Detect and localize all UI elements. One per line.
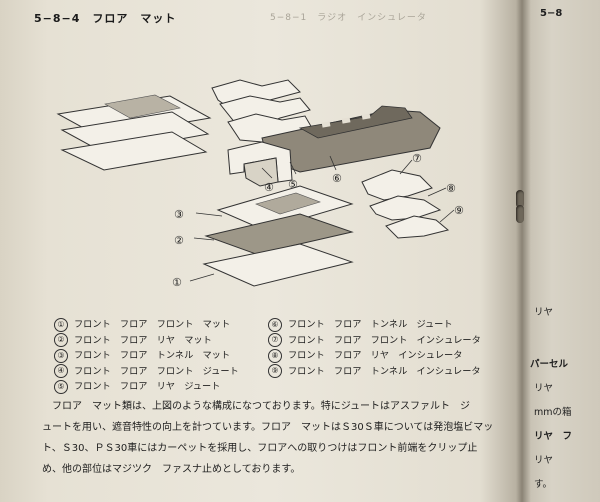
callout-9: ⑨: [454, 204, 464, 217]
floor-mat-exploded-diagram: ① ② ③ ④ ⑤ ⑥ ⑦ ⑧ ⑨: [56, 79, 464, 289]
right-insulator-8: [369, 195, 442, 221]
right-page-text: リヤ: [534, 383, 554, 394]
section-heading: 5−8−4 フロア マット: [34, 12, 177, 25]
callout-7: ⑦: [412, 152, 422, 165]
left-mat-stack: [56, 94, 212, 171]
center-mat-mid: [204, 213, 354, 255]
callout-1: ①: [172, 276, 182, 289]
body-line: ュートを用い、遮音特性の向上を計つています。フロア マットはＳ30Ｓ車については…: [42, 422, 494, 433]
callout-8: ⑧: [446, 182, 456, 195]
body-paragraph: フロア マット類は、上図のような構成になつております。特にジュートはアスファルト…: [42, 396, 500, 480]
upper-insulators: [211, 79, 313, 143]
binding-hole: [516, 190, 524, 208]
right-page-header: 5−8: [540, 8, 563, 19]
left-mat-bottom: [60, 131, 208, 171]
right-page: 5−8 リヤ パーセル リヤ mmの箱 リヤ フ リヤ す。: [530, 0, 600, 502]
callout-4: ④: [264, 181, 274, 194]
callout-2: ②: [174, 234, 184, 247]
body-line: フロア マット類は、上図のような構成になつております。特にジュートはアスファルト…: [42, 401, 470, 412]
leader-lines: [189, 155, 455, 282]
body-line: ト、Ｓ30、ＰＳ30車にはカーペットを採用し、フロアへの取りつけはフロント前端を…: [42, 443, 478, 454]
body-line: め、他の部位はマジツク ファスナ止めとしております。: [42, 464, 301, 475]
center-mat-stack: [202, 185, 354, 287]
right-page-text: リヤ: [534, 455, 554, 466]
center-mat-bottom: [202, 243, 354, 287]
right-insulator-7: [361, 169, 433, 201]
right-page-text: リヤ フ: [534, 431, 573, 442]
binding-hole: [516, 205, 524, 223]
right-page-text: パーセル: [530, 359, 569, 370]
right-page-text: リヤ: [534, 307, 554, 318]
right-insulators: [361, 169, 450, 239]
left-page: 5−8−4 フロア マット 5−8−1 ラジオ インシュレータ: [34, 12, 500, 480]
right-page-text: mmの箱: [534, 407, 572, 418]
tunnel-jute: [261, 105, 441, 173]
callout-3: ③: [174, 208, 184, 221]
right-page-text: す。: [534, 479, 553, 490]
bleed-through-text: 5−8−1 ラジオ インシュレータ: [270, 13, 427, 23]
callout-labels: ① ② ③ ④ ⑤ ⑥ ⑦ ⑧ ⑨: [172, 152, 464, 289]
right-insulator-9: [385, 215, 450, 239]
callout-6: ⑥: [332, 172, 342, 185]
tunnel-mat: [227, 141, 293, 187]
callout-5: ⑤: [288, 178, 298, 191]
